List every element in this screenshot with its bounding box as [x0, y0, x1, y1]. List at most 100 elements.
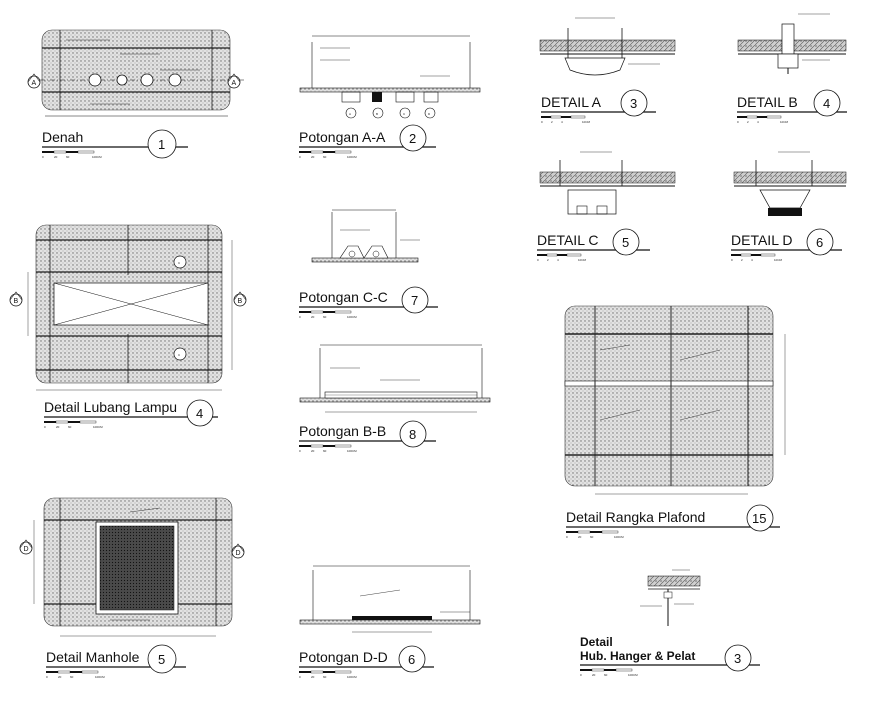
svg-text:60: 60 — [604, 673, 608, 677]
section-mark-d-right: D — [231, 543, 245, 559]
manhole-cover — [352, 616, 432, 620]
drawing-title-line2: Hub. Hanger & Pelat — [580, 649, 695, 663]
drawing-detail-b: DETAIL B 4 0 2 4 10CM — [737, 13, 847, 124]
drawing-detail-c: DETAIL C 5 0 2 4 10CM — [537, 151, 676, 262]
svg-text:0: 0 — [46, 675, 48, 679]
section-mark-d-left: D — [19, 539, 33, 555]
scale-bar: 0 20 60 100CM — [46, 670, 105, 679]
svg-text:100CM: 100CM — [347, 675, 357, 679]
scale-bar: 0 2 4 10CM — [731, 253, 783, 262]
svg-text:60: 60 — [68, 425, 72, 429]
svg-text:100CM: 100CM — [347, 449, 357, 453]
drawing-title: Potongan D-D — [299, 649, 388, 665]
svg-text:C: C — [178, 353, 181, 357]
section-mark-a-left: A — [27, 73, 41, 89]
svg-text:2: 2 — [747, 120, 749, 124]
svg-text:20: 20 — [311, 675, 315, 679]
svg-text:0: 0 — [580, 673, 582, 677]
svg-text:4: 4 — [757, 120, 759, 124]
drawing-number: 7 — [411, 293, 418, 308]
svg-text:20: 20 — [58, 675, 62, 679]
svg-text:0: 0 — [299, 155, 301, 159]
svg-text:60: 60 — [590, 535, 594, 539]
svg-text:0: 0 — [42, 155, 44, 159]
svg-text:0: 0 — [566, 535, 568, 539]
drawing-number-bubble — [806, 228, 834, 256]
drawing-number-bubble — [147, 129, 177, 159]
scale-bar: 0 20 60 100CM — [580, 668, 638, 677]
svg-text:20: 20 — [592, 673, 596, 677]
svg-text:100CM: 100CM — [95, 675, 105, 679]
drawing-potongan-bb: Potongan B-B 8 0 20 60 100CM — [299, 344, 491, 453]
drawing-rangka-plafond: Detail Rangka Plafond 15 0 20 60 100CM — [564, 305, 786, 539]
drawing-number-bubble — [398, 645, 426, 673]
drawing-number-bubble — [620, 89, 648, 117]
drawing-number-bubble — [401, 286, 429, 314]
concrete-slab — [539, 39, 676, 52]
svg-text:0: 0 — [537, 258, 539, 262]
scale-bar: 0 20 60 100CM — [299, 444, 357, 453]
drawing-number: 2 — [409, 131, 416, 146]
lamp-housing — [759, 189, 811, 209]
svg-text:60: 60 — [323, 315, 327, 319]
svg-text:4: 4 — [557, 258, 559, 262]
svg-text:0: 0 — [299, 449, 301, 453]
drawing-number: 6 — [408, 652, 415, 667]
drawing-number-bubble — [724, 644, 752, 672]
lamp-fixture — [564, 57, 626, 76]
concrete-slab — [647, 575, 701, 587]
svg-text:0: 0 — [737, 120, 739, 124]
drawing-number-bubble — [746, 504, 774, 532]
section-mark-a-right: A — [227, 73, 241, 89]
svg-text:D: D — [24, 546, 29, 553]
svg-text:4: 4 — [561, 120, 563, 124]
concrete-slab — [733, 171, 847, 184]
ceiling-board — [299, 87, 481, 93]
section-mark-b-left: B — [9, 291, 23, 307]
svg-text:60: 60 — [66, 155, 70, 159]
svg-text:100CM: 100CM — [93, 425, 103, 429]
manhole-cover — [99, 525, 175, 611]
svg-text:B: B — [14, 298, 19, 305]
scale-bar: 0 20 60 100CM — [299, 150, 357, 159]
svg-text:D: D — [236, 550, 241, 557]
drawing-title: Detail Lubang Lampu — [44, 399, 177, 415]
lamp-hole — [88, 73, 102, 87]
svg-text:20: 20 — [311, 449, 315, 453]
svg-text:100CM: 100CM — [347, 155, 357, 159]
ceiling-panel — [41, 29, 231, 111]
drawing-detail-d: DETAIL D 6 0 2 4 10CM — [731, 151, 847, 262]
svg-text:20: 20 — [311, 315, 315, 319]
svg-text:10CM: 10CM — [582, 120, 591, 124]
svg-text:0: 0 — [541, 120, 543, 124]
drawing-hub-hanger: Detail Hub. Hanger & Pelat 3 0 20 60 100… — [580, 569, 760, 677]
svg-text:10CM: 10CM — [578, 258, 587, 262]
svg-text:0: 0 — [731, 258, 733, 262]
drawing-number: 5 — [622, 235, 629, 250]
drawing-title: Detail Rangka Plafond — [566, 509, 705, 525]
lamp-housing — [567, 189, 617, 215]
scale-bar: 0 20 60 100CM — [566, 530, 624, 539]
drawing-number: 3 — [734, 651, 741, 666]
drawing-potongan-dd: Potongan D-D 6 0 20 60 100CM — [299, 565, 481, 679]
drawing-title: DETAIL B — [737, 94, 798, 110]
svg-text:0: 0 — [299, 315, 301, 319]
svg-text:B: B — [376, 112, 378, 116]
scale-bar: 0 20 60 100CM — [299, 670, 357, 679]
drawing-number: 15 — [752, 511, 766, 526]
svg-text:C: C — [178, 261, 181, 265]
drawing-title: DETAIL C — [537, 232, 598, 248]
drawing-number: 5 — [158, 652, 165, 667]
drawing-potongan-cc: Potongan C-C 7 0 20 60 100CM — [299, 209, 438, 319]
svg-text:C: C — [403, 112, 406, 116]
svg-text:10CM: 10CM — [780, 120, 789, 124]
svg-text:2: 2 — [547, 258, 549, 262]
drawing-title: Potongan B-B — [299, 423, 386, 439]
drawing-number: 6 — [816, 235, 823, 250]
svg-text:100CM: 100CM — [347, 315, 357, 319]
drawing-title: DETAIL A — [541, 94, 602, 110]
svg-text:60: 60 — [323, 449, 327, 453]
scale-bar: 0 2 4 10CM — [537, 253, 587, 262]
drawing-number: 1 — [158, 137, 165, 152]
